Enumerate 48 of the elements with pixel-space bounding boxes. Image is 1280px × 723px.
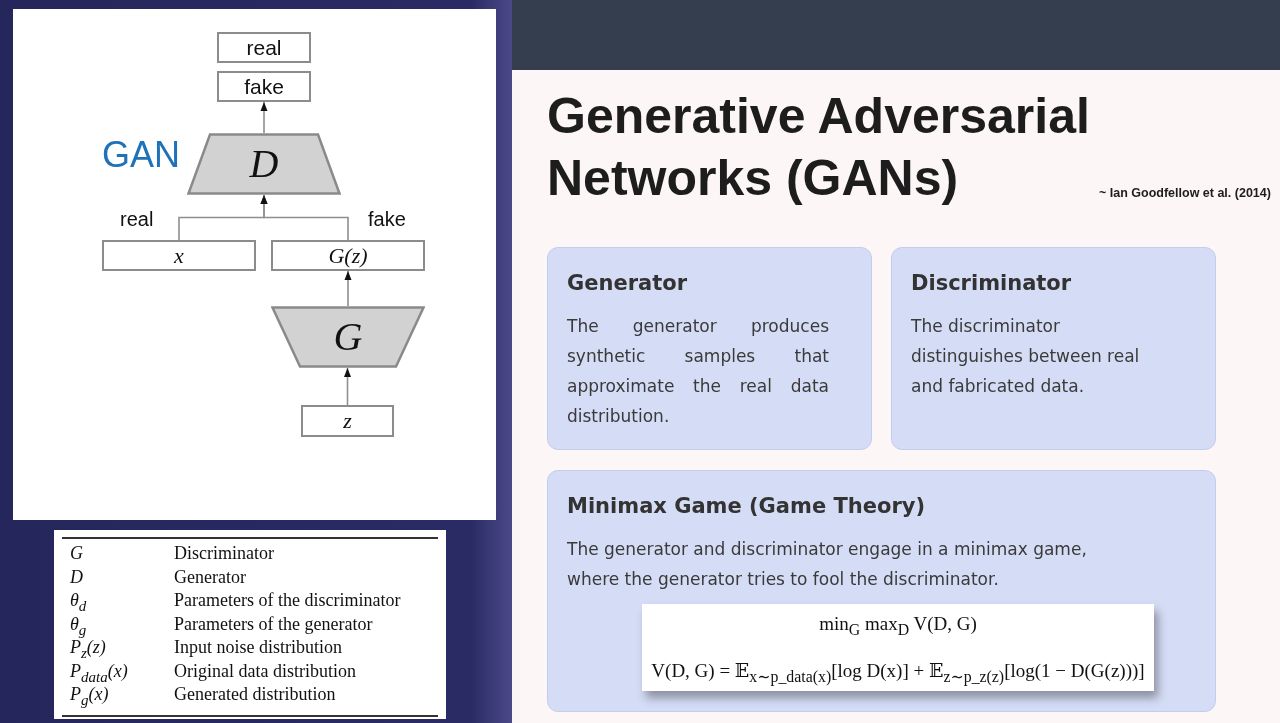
attribution: ~ Ian Goodfellow et al. (2014) bbox=[1099, 185, 1271, 201]
table-definition: Generator bbox=[174, 566, 246, 587]
card-text: The discriminator distinguishes between real and fabricated data. bbox=[911, 315, 1141, 398]
arrow bbox=[260, 194, 349, 241]
table-symbol: θ$_{g}$ bbox=[70, 613, 87, 640]
info-card bbox=[891, 247, 1216, 450]
formula-box bbox=[642, 604, 1154, 691]
table-definition: Discriminator bbox=[174, 543, 274, 563]
network-trapezoid bbox=[271, 306, 425, 368]
table-definition: Parameters of the discriminator bbox=[174, 590, 401, 610]
info-card bbox=[547, 470, 1216, 712]
info-card bbox=[547, 247, 872, 450]
node-caption: fake bbox=[368, 207, 406, 231]
node-label: D bbox=[249, 142, 279, 186]
slide-title: Generative Adversarial Networks (GANs) bbox=[547, 87, 1091, 208]
output-box bbox=[217, 71, 311, 102]
formula: V(D, G) = 𝔼$_{x∼p_data(x)}$[log D(x)] + 𝔼$_{z∼p_z(z)}$[log(1 − D(G(z)))] bbox=[651, 659, 1145, 688]
table-symbol: θ$_{d}$ bbox=[70, 590, 87, 616]
diagram-heading: GAN bbox=[102, 134, 180, 176]
input-box bbox=[301, 405, 394, 437]
input-box bbox=[102, 240, 256, 271]
table-definition: Parameters of the generator bbox=[174, 613, 373, 634]
card-heading: Generator bbox=[567, 270, 688, 297]
arrow bbox=[344, 367, 351, 406]
table-definition: Original data distribution bbox=[174, 660, 356, 681]
node-caption: real bbox=[120, 207, 154, 231]
node-label: real bbox=[246, 35, 282, 60]
node-label: G bbox=[333, 315, 363, 359]
card-text: The generator and discriminator engage in a minimax game, where the generator tries to fool the discriminator. bbox=[567, 538, 1088, 591]
sample-box bbox=[271, 240, 425, 271]
table-symbol: P$_{g}$(x) bbox=[70, 684, 109, 710]
table-symbol: P$_{data}$(x) bbox=[70, 660, 128, 687]
formula: min$_{G}$ max$_{D}$ V(D, G) bbox=[819, 612, 977, 640]
card-text: The generator produces synthetic samples that approximate the real data distribution. bbox=[567, 315, 829, 428]
output-box bbox=[217, 32, 311, 63]
card-heading: Discriminator bbox=[911, 270, 1072, 297]
node-label: x bbox=[174, 242, 184, 269]
node-label: z bbox=[343, 408, 352, 434]
arrow bbox=[260, 101, 268, 134]
card-heading: Minimax Game (Game Theory) bbox=[567, 493, 926, 520]
node-label: G(z) bbox=[328, 242, 368, 269]
table-definition: Input noise distribution bbox=[174, 637, 342, 657]
table-definition: Generated distribution bbox=[174, 684, 336, 704]
table-symbol: P$_{z}$(z) bbox=[70, 637, 106, 663]
table-symbol: G bbox=[70, 543, 83, 563]
arrow bbox=[344, 270, 352, 307]
node-label: fake bbox=[244, 74, 284, 99]
table-symbol: D bbox=[70, 566, 83, 587]
